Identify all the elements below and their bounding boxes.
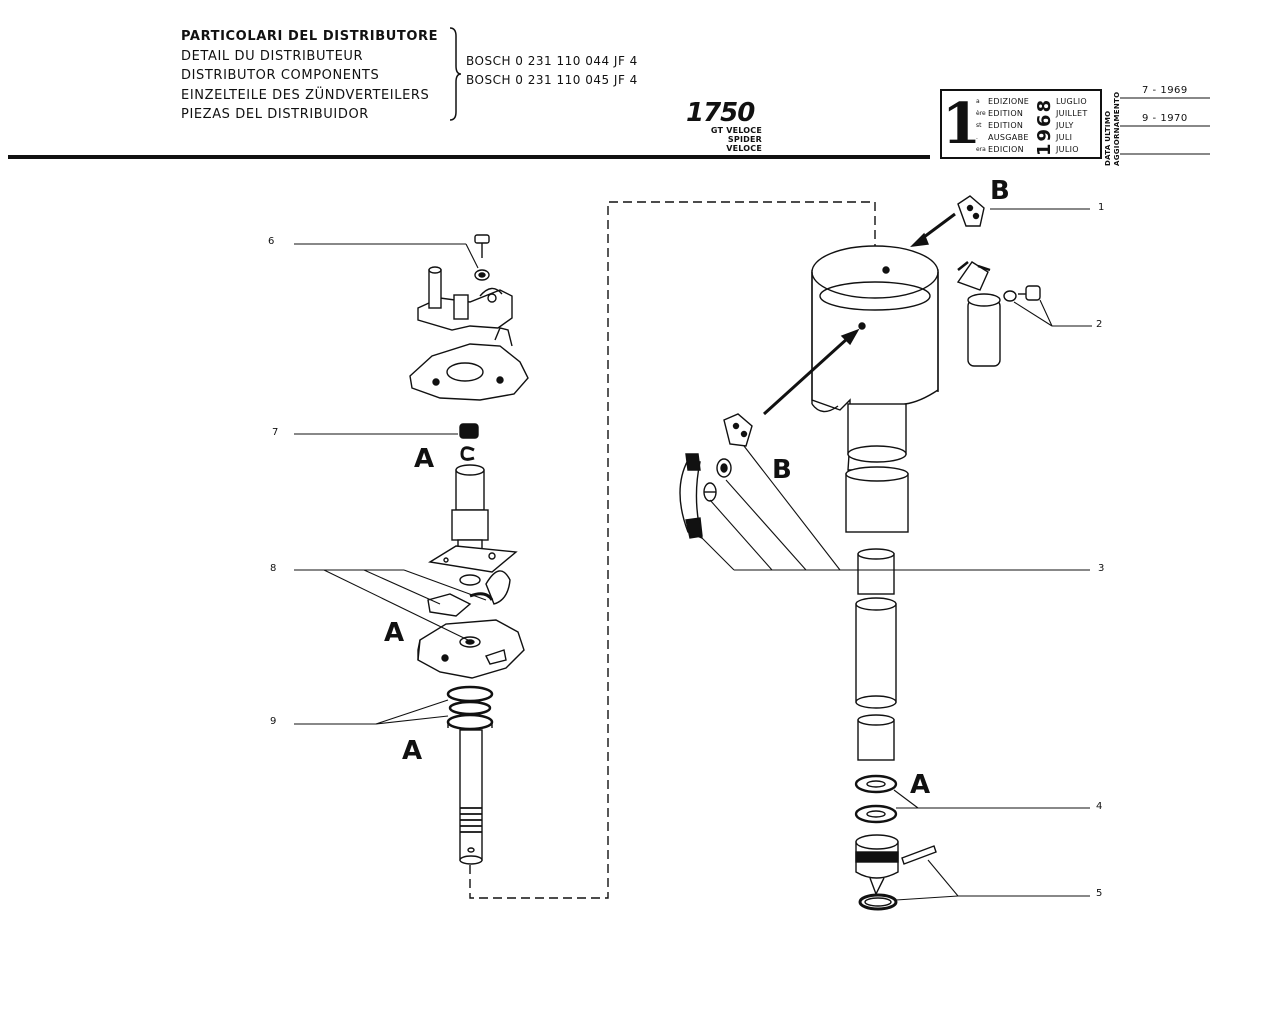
cam-shaft bbox=[428, 464, 518, 586]
update-date-2: 9 - 1970 bbox=[1142, 113, 1188, 124]
part-numbers: BOSCH 0 231 110 044 JF 4 BOSCH 0 231 110… bbox=[466, 52, 638, 90]
callout-3: 3 bbox=[1098, 563, 1105, 574]
part-number-045: BOSCH 0 231 110 045 JF 4 bbox=[466, 73, 638, 87]
bushing-tube bbox=[855, 597, 897, 709]
title-german: EINZELTEILE DES ZÜNDVERTEILERS bbox=[181, 87, 430, 103]
arrow-clamp bbox=[910, 212, 956, 247]
callout-6: 6 bbox=[268, 236, 275, 247]
callout-7: 7 bbox=[272, 427, 279, 438]
dashed-assembly-line bbox=[469, 201, 876, 899]
model-logo: 1750 bbox=[686, 98, 755, 128]
weight-base-plate bbox=[417, 619, 525, 679]
title-block: PARTICOLARI DEL DISTRIBUTORE DETAIL DU D… bbox=[181, 27, 438, 125]
letter-b-lower: B bbox=[772, 455, 792, 485]
washer-screw-3 bbox=[703, 458, 732, 502]
arrow-housing bbox=[762, 328, 860, 416]
callout-8: 8 bbox=[270, 563, 277, 574]
clamp-b-lower bbox=[723, 413, 753, 447]
edition-box bbox=[940, 89, 1102, 159]
washers-9 bbox=[446, 685, 494, 731]
callout-9: 9 bbox=[270, 716, 277, 727]
update-lines bbox=[1120, 97, 1210, 155]
movable-plate bbox=[409, 327, 529, 401]
header-rule bbox=[8, 155, 930, 159]
update-date-1: 7 - 1969 bbox=[1142, 85, 1188, 96]
callout-4: 4 bbox=[1096, 801, 1103, 812]
contact-arm bbox=[679, 453, 704, 540]
main-shaft bbox=[459, 729, 483, 865]
edition-words: EDIZIONE EDITION EDITION AUSGABE EDICION bbox=[988, 97, 1030, 154]
bushing-lower bbox=[857, 714, 895, 761]
edition-months: LUGLIO JUILLET JULY JULI JULIO bbox=[1056, 97, 1088, 154]
callout-5: 5 bbox=[1096, 888, 1103, 899]
screw-6 bbox=[474, 234, 490, 281]
callout-1: 1 bbox=[1098, 202, 1105, 213]
letter-b-top: B bbox=[990, 176, 1010, 206]
callout-2: 2 bbox=[1096, 319, 1103, 330]
letter-a-right: A bbox=[910, 770, 931, 800]
letter-a-left-bottom: A bbox=[402, 736, 423, 766]
distributor-housing bbox=[811, 245, 939, 533]
bushing-upper bbox=[857, 548, 895, 595]
version-spider-veloce: SPIDER VELOCE bbox=[726, 135, 762, 153]
version-gt-veloce: GT VELOCE bbox=[710, 126, 762, 135]
leader-lines bbox=[294, 208, 1092, 901]
part-number-044: BOSCH 0 231 110 044 JF 4 bbox=[466, 54, 638, 68]
letter-a-left-top: A bbox=[414, 444, 435, 474]
title-spanish: PIEZAS DEL DISTRIBUIDOR bbox=[181, 107, 369, 122]
title-french: DETAIL DU DISTRIBUTEUR bbox=[181, 48, 364, 64]
title-italian: PARTICOLARI DEL DISTRIBUTORE bbox=[181, 29, 439, 44]
breaker-plate bbox=[417, 266, 513, 331]
letter-a-left-mid: A bbox=[384, 618, 405, 648]
title-english: DISTRIBUTOR COMPONENTS bbox=[181, 68, 380, 83]
washers-4 bbox=[854, 774, 898, 824]
condenser-2 bbox=[956, 261, 1041, 367]
drive-gear-5 bbox=[855, 834, 937, 911]
model-versions: GT VELOCE SPIDER VELOCE bbox=[690, 126, 762, 153]
edition-number: 1 bbox=[942, 91, 981, 157]
centrifugal-weights-8 bbox=[427, 570, 511, 630]
edition-suffixes: a ère st . era bbox=[976, 98, 986, 153]
title-brace bbox=[449, 27, 462, 121]
cam-cap-7 bbox=[459, 423, 479, 461]
clamp-1 bbox=[957, 195, 985, 227]
